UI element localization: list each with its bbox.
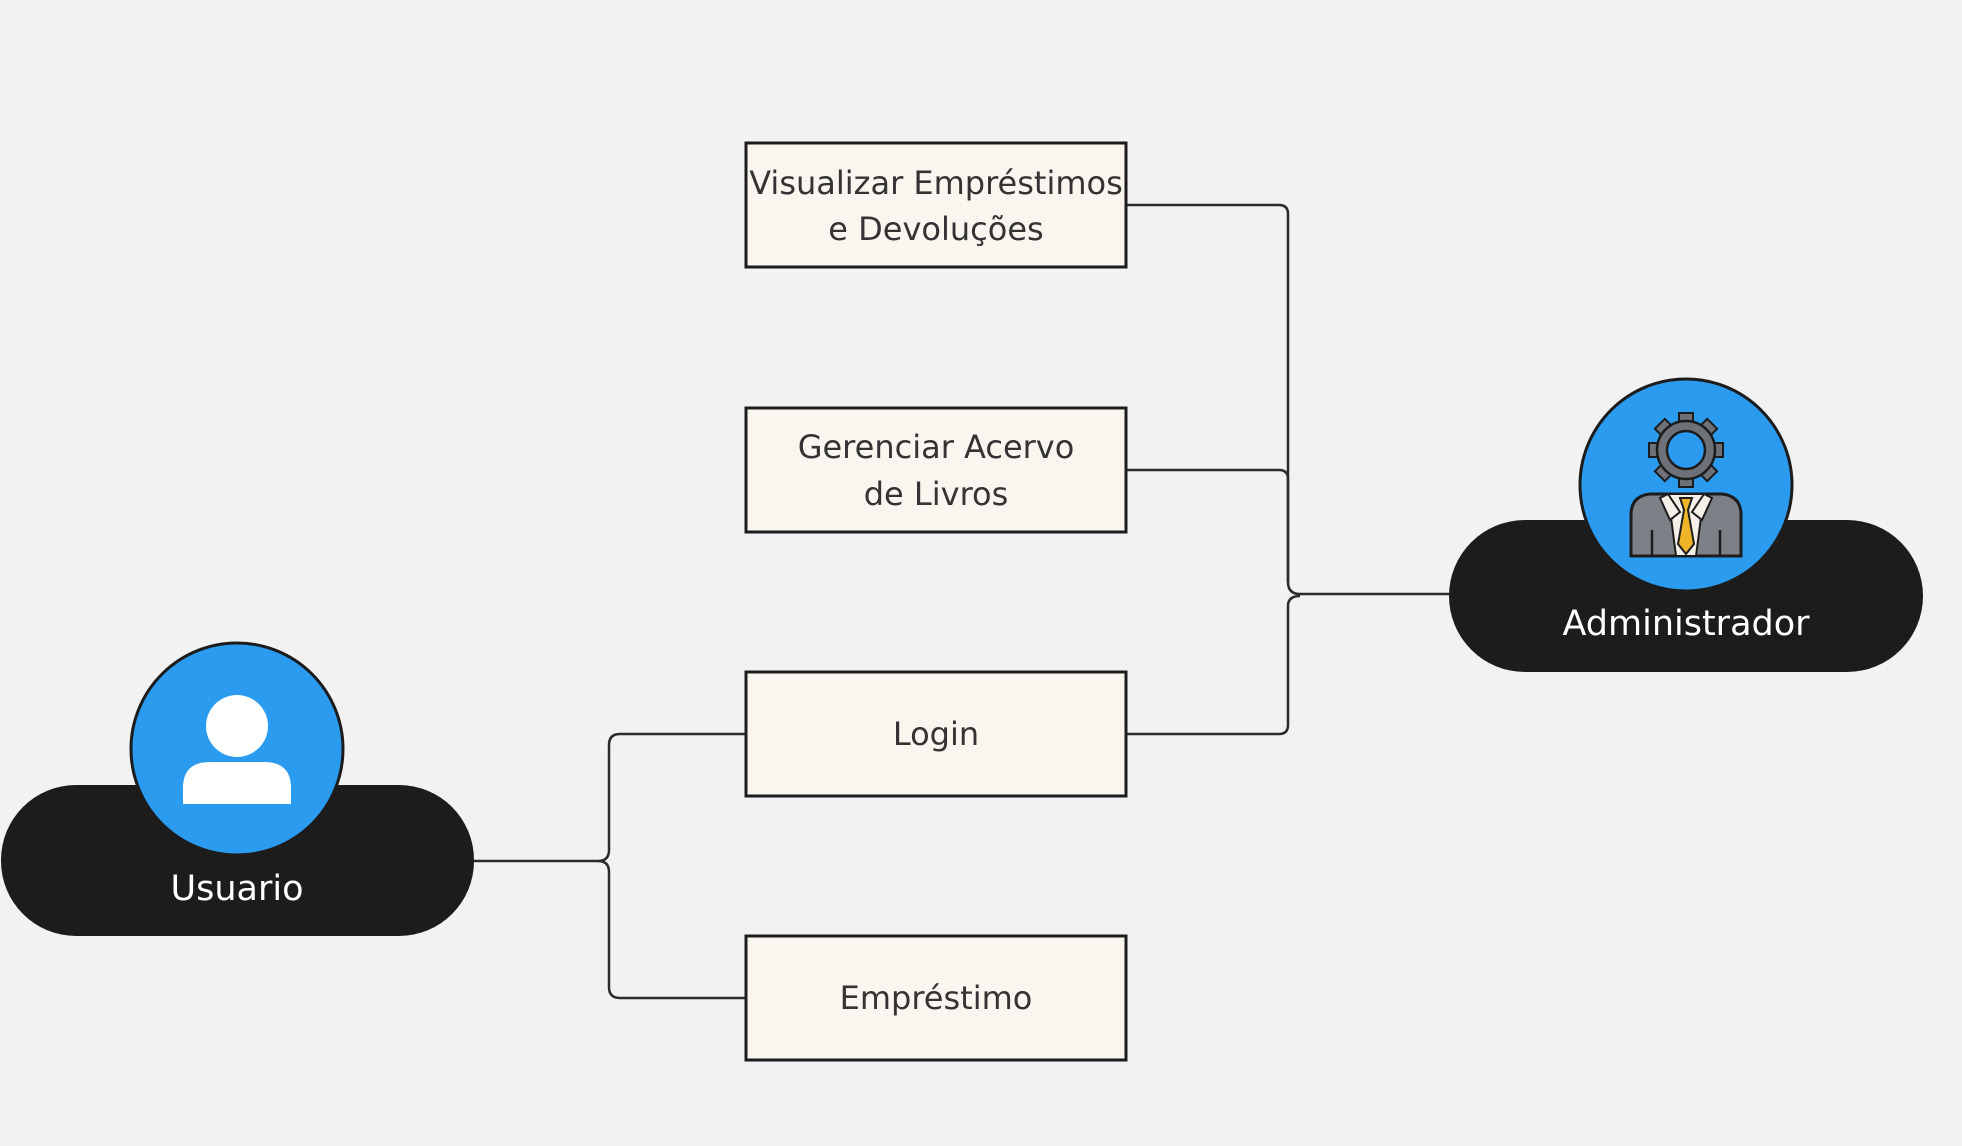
actor-usuario[interactable]: Usuario bbox=[1, 641, 474, 936]
actor-administrador-label: Administrador bbox=[1562, 604, 1810, 644]
actor-administrador-pill bbox=[1449, 520, 1923, 672]
connector-usuario-login bbox=[474, 732, 746, 863]
actor-usuario-label: Usuario bbox=[170, 869, 303, 909]
use-case-login-label: Login bbox=[893, 715, 979, 753]
use-case-emprestimo[interactable]: Empréstimo bbox=[744, 934, 1128, 1062]
administrador-connectors bbox=[1126, 203, 1450, 736]
use-case-gerenciar-acervo[interactable]: Gerenciar Acervo de Livros bbox=[744, 406, 1128, 534]
use-case-gerenciar-line1: Gerenciar Acervo bbox=[798, 428, 1075, 466]
connector-admin-login bbox=[1126, 594, 1301, 736]
use-case-login[interactable]: Login bbox=[744, 670, 1128, 798]
usuario-connectors bbox=[474, 732, 746, 1000]
connector-usuario-emprestimo bbox=[597, 859, 746, 1000]
use-case-visualizar-line1: Visualizar Empréstimos bbox=[749, 164, 1123, 202]
connector-admin-gerenciar bbox=[1126, 468, 1290, 582]
user-icon bbox=[183, 695, 291, 804]
use-case-gerenciar-line2: de Livros bbox=[864, 475, 1009, 513]
connector-admin-visualizar bbox=[1126, 203, 1450, 596]
use-case-visualizar-emprestimos[interactable]: Visualizar Empréstimos e Devoluções bbox=[744, 141, 1128, 269]
use-case-emprestimo-label: Empréstimo bbox=[840, 979, 1033, 1017]
actor-administrador[interactable]: Administrador bbox=[1449, 377, 1923, 672]
administrator-gear-icon bbox=[1629, 412, 1743, 558]
actor-usuario-pill bbox=[1, 785, 474, 936]
use-case-visualizar-line2: e Devoluções bbox=[828, 210, 1043, 248]
